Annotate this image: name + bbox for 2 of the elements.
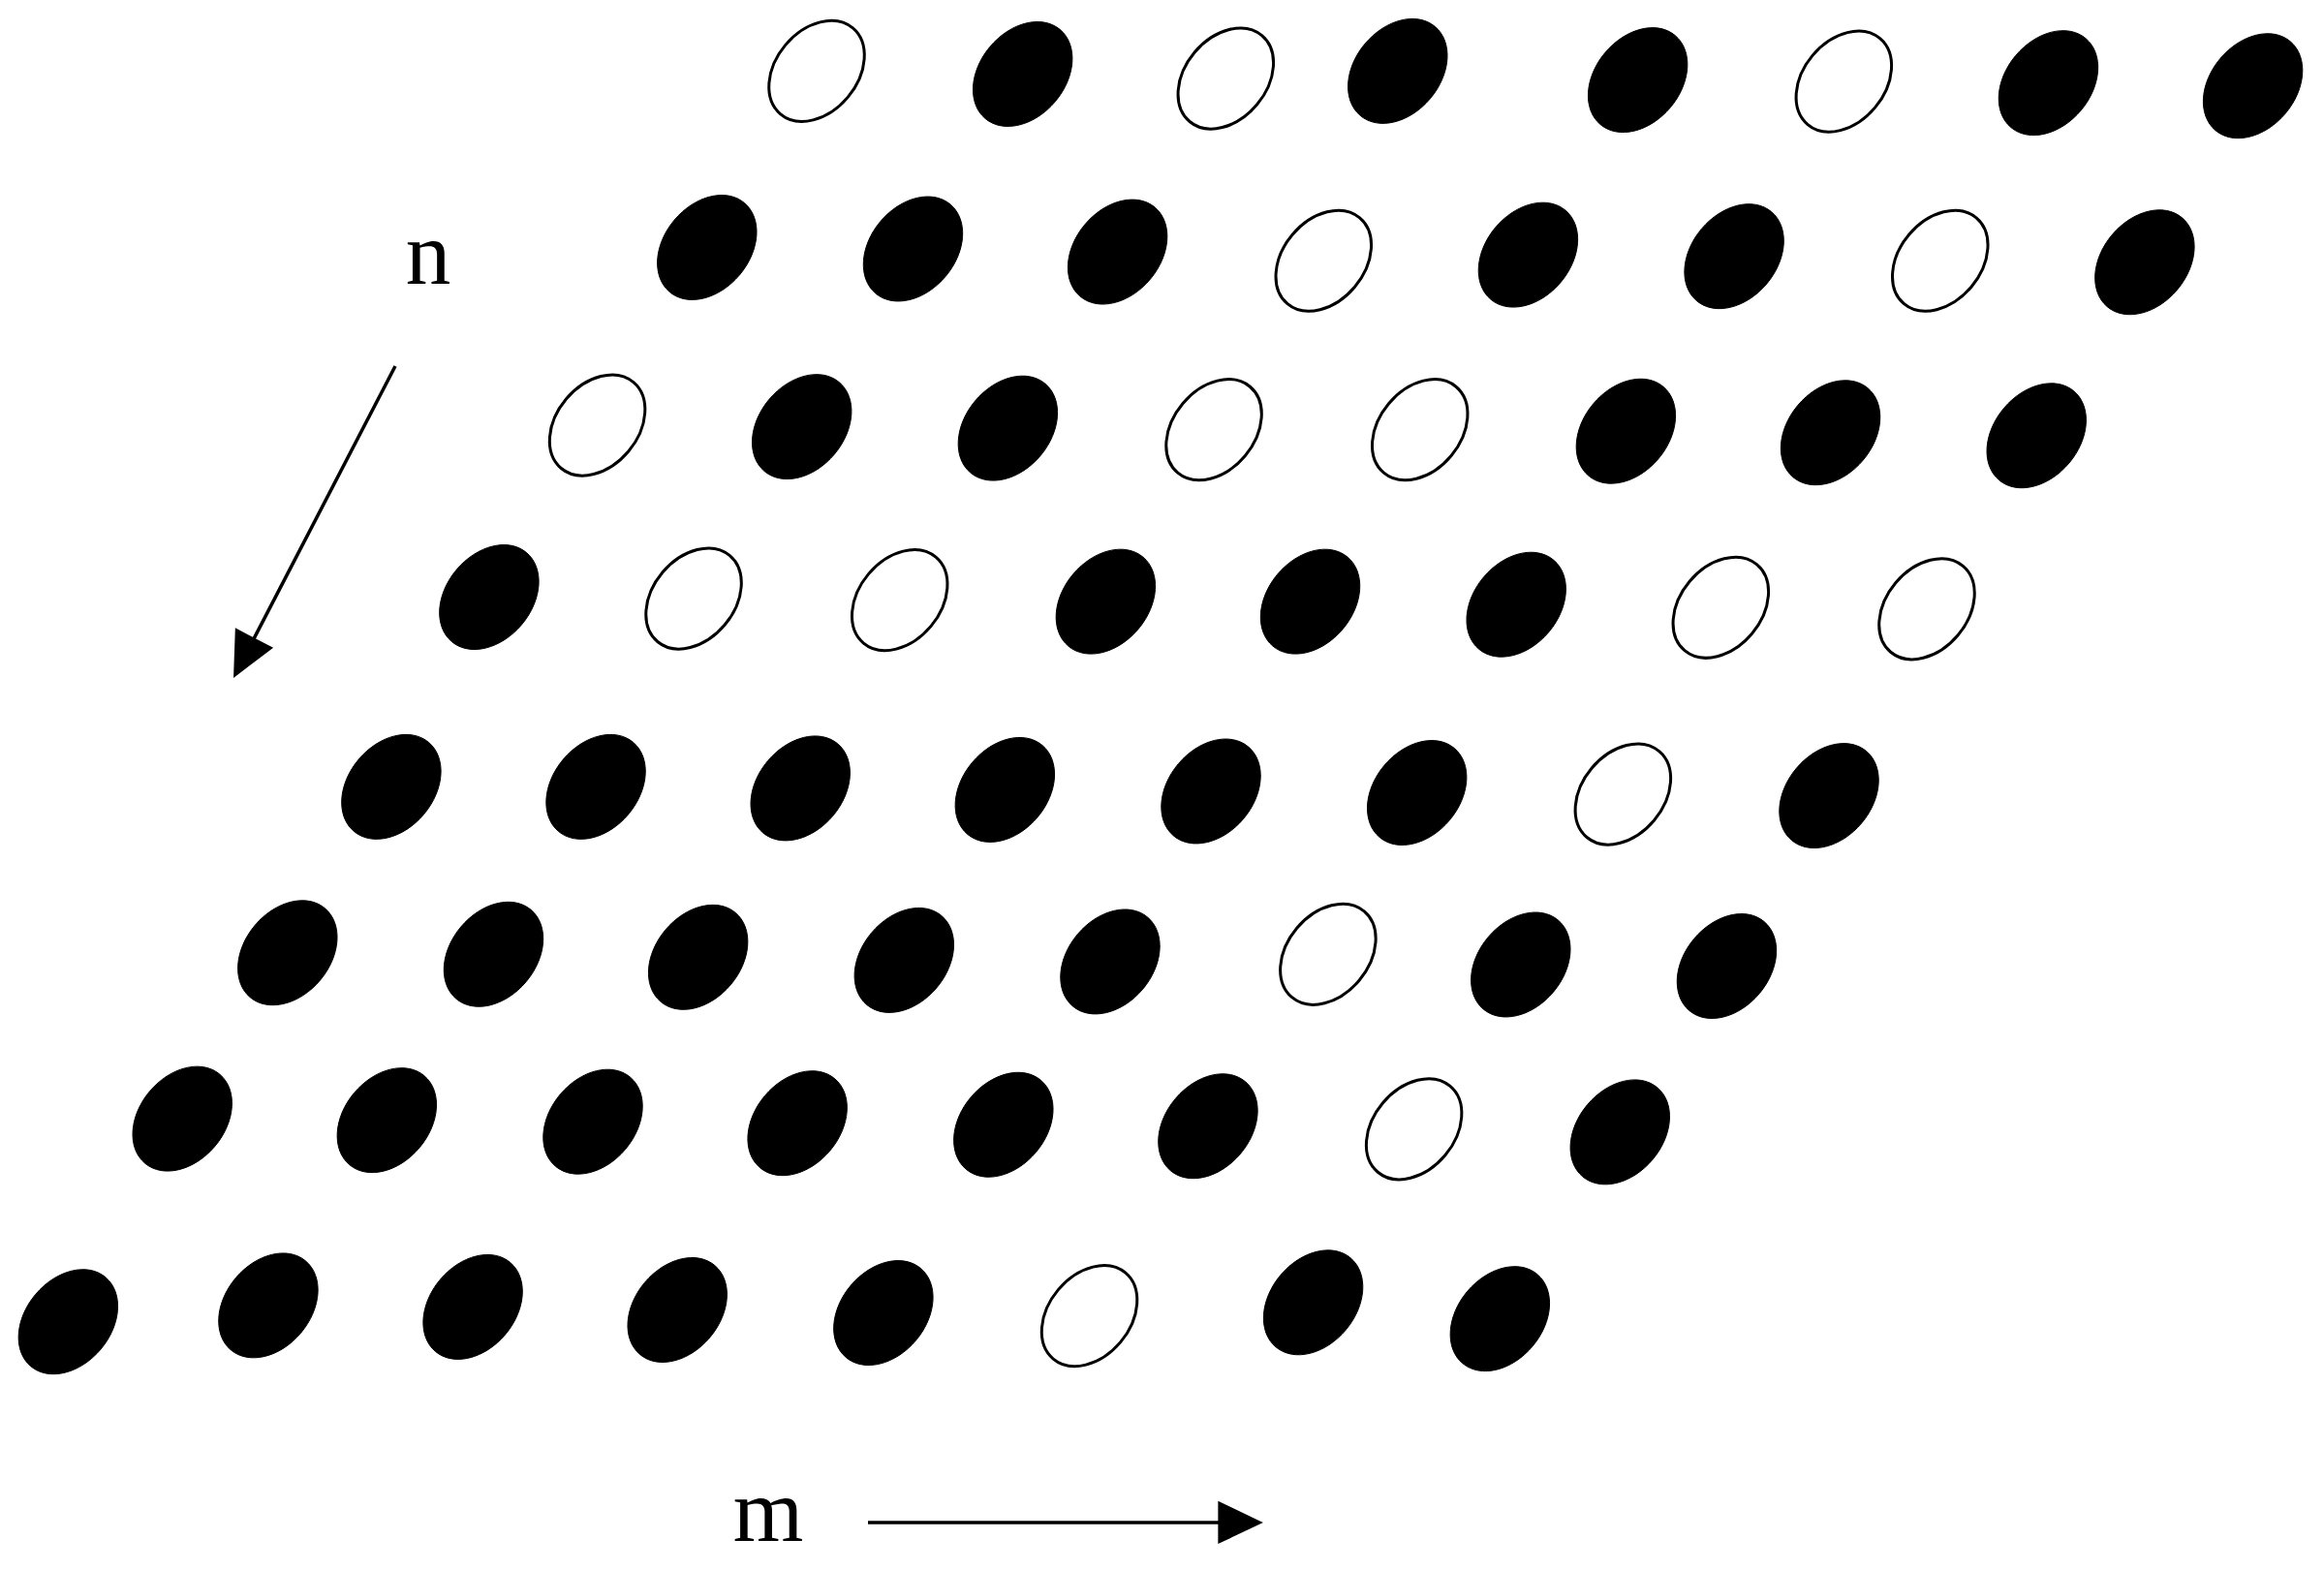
axis-label: m — [734, 1498, 802, 1541]
axis-label: n — [407, 241, 449, 284]
